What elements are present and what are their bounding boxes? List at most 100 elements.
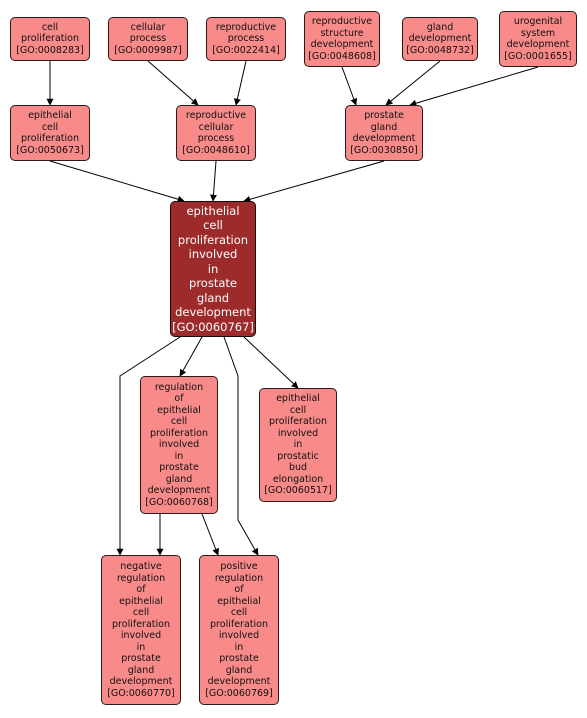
edge-n2-n8 — [147, 60, 199, 106]
node-label-line: involved — [120, 630, 162, 641]
node-label-line: epithelial — [217, 595, 261, 607]
node-label-line: proliferation — [177, 232, 249, 247]
node-label-line: regulation — [116, 572, 166, 584]
node-label-line: reproductive — [311, 16, 373, 27]
node-label-line: prostate — [121, 653, 161, 664]
node-label-line: cellular — [198, 121, 234, 133]
node-label-line: development — [310, 39, 374, 50]
node-label-line: epithelial — [119, 595, 163, 607]
node-label-line: [GO:0001655] — [504, 50, 572, 62]
node-label-line: regulation — [214, 572, 264, 584]
node-label-line: epithelial — [186, 203, 240, 218]
node-label-line: epithelial — [28, 110, 72, 121]
edge-n11-n14 — [201, 513, 219, 556]
node-label-line: gland — [127, 664, 155, 676]
node-label-line: epithelial — [276, 393, 320, 405]
node-label-line: [GO:0009987] — [114, 44, 182, 56]
node-label-line: [GO:0048732] — [406, 44, 474, 56]
node-label-line: involved — [218, 630, 260, 641]
edge-n10-n14 — [223, 336, 259, 556]
node-label-line: urogenital — [513, 16, 563, 27]
node-label-line: [GO:0060768] — [145, 496, 213, 508]
node-label-line: elongation — [272, 473, 324, 485]
node-label-line: development — [147, 485, 211, 497]
node-label-line: in — [293, 439, 303, 451]
node-label-line: epithelial — [157, 404, 201, 416]
node-label-line: structure — [320, 27, 364, 39]
node-label-line: reproductive — [215, 21, 277, 33]
node-label-line: [GO:0048610] — [182, 144, 250, 156]
node-label-line: proliferation — [150, 427, 208, 439]
node-label-line: of — [234, 584, 244, 595]
node-label-line: cell — [230, 607, 248, 618]
edge-n10-n11 — [179, 336, 203, 377]
node-label-line: [GO:0060767] — [172, 319, 254, 334]
node-label-line: gland — [225, 664, 253, 676]
edge-n8-n10 — [209, 160, 217, 202]
node-label-line: cell — [289, 404, 307, 416]
node-label-line: [GO:0060517] — [264, 485, 332, 497]
edge-n10-n12 — [243, 336, 299, 389]
node-label-line: process — [129, 33, 167, 45]
node-label-line: gland — [196, 290, 230, 305]
node-label-line: gland — [426, 21, 454, 33]
node-label-line: reproductive — [185, 110, 247, 121]
node-label-line: proliferation — [112, 618, 170, 630]
node-label-line: development — [408, 33, 472, 45]
node-label-line: development — [207, 676, 271, 687]
node-label-line: [GO:0060769] — [205, 687, 273, 699]
node-label-line: gland — [165, 473, 193, 485]
node-label-line: [GO:0030850] — [350, 144, 418, 156]
node-label-line: bud — [288, 462, 308, 474]
node-label-line: development — [109, 676, 173, 687]
node-label-line: involved — [277, 427, 319, 439]
node-label-line: regulation — [154, 381, 204, 393]
node-label-line: cell — [41, 121, 59, 133]
node-label-line: process — [197, 133, 235, 144]
node-label-line: [GO:0060770] — [107, 687, 175, 699]
edge-n7-n10 — [49, 160, 185, 203]
node-label-line: of — [136, 584, 146, 595]
edge-n6-n9 — [409, 66, 539, 107]
node-label-line: involved — [188, 247, 238, 262]
node-label-line: proliferation — [269, 416, 327, 428]
node-label-line: process — [227, 33, 265, 45]
node-label-line: prostate — [219, 653, 259, 664]
node-label-line: in — [207, 261, 219, 276]
node-label-line: proliferation — [210, 618, 268, 630]
edge-n3-n8 — [233, 60, 247, 106]
node-label-line: development — [175, 305, 251, 320]
node-label-line: prostate — [159, 462, 199, 474]
node-label-line: cell — [41, 21, 59, 33]
node-label-line: development — [506, 39, 570, 50]
edge-n9-n10 — [243, 160, 385, 203]
node-label-line: proliferation — [21, 33, 79, 45]
node-label-line: in — [136, 641, 146, 653]
edge-n4-n9 — [341, 66, 358, 106]
node-label-line: development — [352, 133, 416, 144]
node-label-line: prostate — [364, 110, 404, 121]
node-label-line: [GO:0022414] — [212, 44, 280, 56]
node-label-line: gland — [370, 121, 398, 133]
node-label-line: prostatic — [277, 450, 319, 462]
node-label-line: proliferation — [21, 133, 79, 144]
node-label-line: system — [520, 27, 556, 39]
node-label-line: cell — [203, 218, 223, 233]
node-label-line: involved — [158, 439, 200, 451]
node-label-line: [GO:0008283] — [16, 44, 84, 56]
